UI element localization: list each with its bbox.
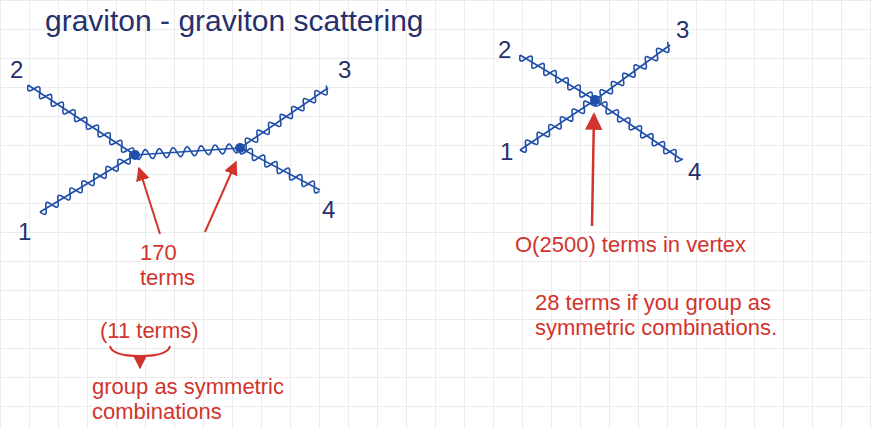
graviton-wave: [135, 144, 240, 159]
graviton-line: [595, 100, 682, 160]
annotation: group as symmetric combinations: [92, 374, 332, 425]
pointer-arrow: [139, 168, 160, 234]
vertex-dot: [590, 95, 600, 105]
annotation: O(2500) terms in vertex: [515, 232, 835, 257]
annotation: 28 terms if you group as symmetric combi…: [535, 290, 840, 341]
leg-number: 4: [322, 198, 352, 222]
leg-number: 2: [498, 38, 528, 62]
graviton-lines: [28, 42, 683, 215]
graviton-wave: [595, 42, 669, 102]
graviton-wave: [40, 152, 134, 214]
leg-number: 1: [18, 220, 48, 244]
pointer-arrow: [592, 114, 594, 226]
graviton-wave: [520, 55, 593, 104]
annotation: (11 terms): [100, 318, 240, 343]
pointer-arrow: [205, 162, 236, 232]
graviton-line: [28, 85, 135, 155]
graviton-wave: [595, 100, 683, 162]
vertex-dot: [130, 150, 140, 160]
title: graviton - graviton scattering: [45, 4, 424, 37]
bracket: [110, 346, 170, 356]
leg-number: 3: [676, 18, 706, 42]
graviton-wave: [240, 148, 319, 193]
vertex-dot: [235, 143, 245, 153]
annotation: 170 terms: [140, 240, 220, 291]
leg-number: 2: [10, 58, 40, 82]
leg-number: 3: [338, 58, 368, 82]
graviton-wave: [240, 85, 327, 150]
leg-number: 1: [500, 140, 530, 164]
pointer-arrow: [139, 356, 141, 368]
graviton-wave: [28, 85, 134, 158]
graviton-wave: [520, 101, 596, 152]
leg-number: 4: [688, 160, 718, 184]
